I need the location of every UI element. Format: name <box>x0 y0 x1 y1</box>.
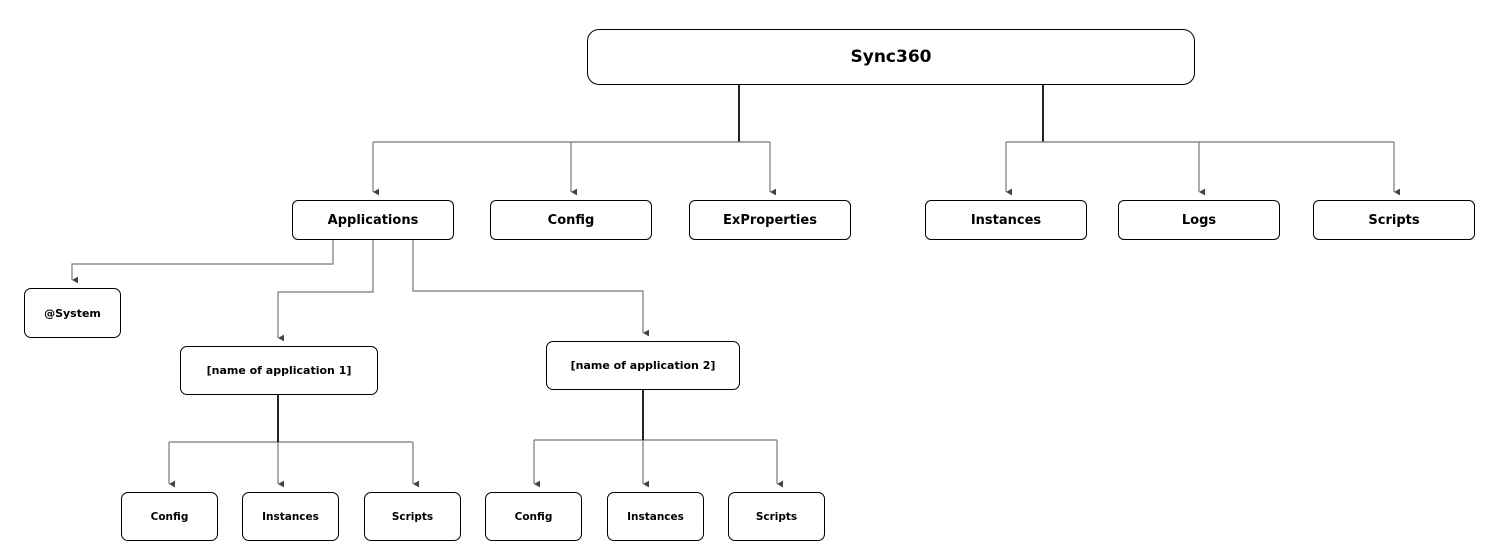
node-sync360: Sync360 <box>587 29 1195 85</box>
node-app2-instances: Instances <box>607 492 704 541</box>
node-logs: Logs <box>1118 200 1280 240</box>
node-scripts: Scripts <box>1313 200 1475 240</box>
edge-to-system <box>71 240 334 280</box>
node-system: @System <box>24 288 121 338</box>
node-app2-config: Config <box>485 492 582 541</box>
node-instances: Instances <box>925 200 1087 240</box>
node-app1-config: Config <box>121 492 218 541</box>
node-app1-instances: Instances <box>242 492 339 541</box>
node-app1: [name of application 1] <box>180 346 378 395</box>
node-app2-scripts: Scripts <box>728 492 825 541</box>
node-applications: Applications <box>292 200 454 240</box>
node-app2: [name of application 2] <box>546 341 740 390</box>
edge-to-app2 <box>412 240 643 333</box>
node-app1-scripts: Scripts <box>364 492 461 541</box>
node-config: Config <box>490 200 652 240</box>
edge-to-app1 <box>277 240 374 338</box>
node-exproperties: ExProperties <box>689 200 851 240</box>
